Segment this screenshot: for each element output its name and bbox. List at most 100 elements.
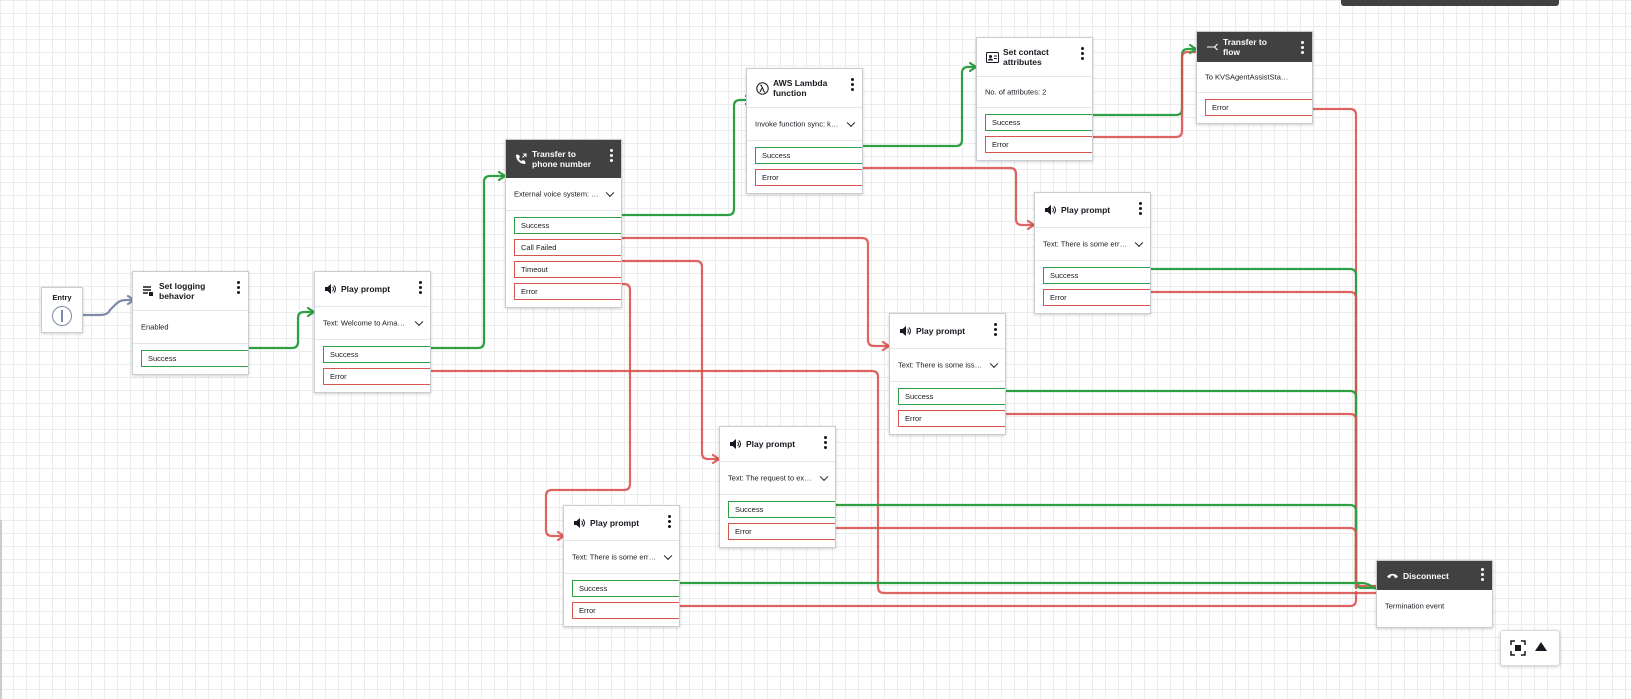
chevron-down-icon[interactable] [414,317,424,327]
more-options-icon[interactable] [848,78,856,92]
branch-error[interactable]: Error [1205,99,1312,116]
block-title: Play prompt [916,326,966,336]
more-options-icon[interactable] [1298,41,1306,55]
connector-phone-callfailed[interactable] [619,236,891,348]
block-set-logging-behavior[interactable]: Set logging behavior Enabled Success [132,271,249,375]
branch-timeout[interactable]: Timeout [514,261,621,278]
connector-lambda-error[interactable] [860,166,1036,227]
block-transfer-to-phone-number[interactable]: Transfer to phone number External voice … [505,139,622,308]
block-header: Set logging behavior [133,272,248,311]
speaker-icon [1043,203,1057,217]
block-title: Play prompt [590,518,640,528]
block-summary: Text: There is some error... [1035,228,1150,261]
connector-issue-error[interactable] [1003,412,1358,590]
connector-attributes-success[interactable] [1090,47,1198,117]
entry-block[interactable]: Entry [41,287,83,333]
phone-transfer-icon [514,152,528,166]
branch-success[interactable]: Success [141,350,248,367]
speaker-icon [728,437,742,451]
caret-up-icon[interactable] [1535,642,1547,651]
block-header: Transfer to phone number [506,140,621,178]
branch-error[interactable]: Error [985,136,1092,153]
canvas-view-controls [1500,630,1560,666]
connector-flow-error[interactable] [1309,107,1387,588]
more-options-icon[interactable] [1078,47,1086,61]
chevron-down-icon[interactable] [819,472,829,482]
branch-call-failed[interactable]: Call Failed [514,239,621,256]
block-set-contact-attributes[interactable]: Set contact attributes No. of attributes… [976,37,1093,161]
chevron-down-icon[interactable] [605,188,615,198]
connector-attributes-error[interactable] [1090,50,1198,139]
speaker-icon [898,324,912,338]
branch-success[interactable]: Success [514,217,621,234]
connector-logging-success[interactable] [246,310,316,350]
more-options-icon[interactable] [991,323,999,337]
more-options-icon[interactable] [1136,202,1144,216]
branch-error[interactable]: Error [514,283,621,300]
connector-phone-error[interactable] [544,282,632,538]
block-summary-text: Enabled [141,322,169,332]
more-options-icon[interactable] [1478,568,1486,582]
block-header: Play prompt [315,272,430,307]
more-options-icon[interactable] [607,149,615,163]
connector-phone-timeout[interactable] [619,259,721,461]
branch-success[interactable]: Success [572,580,679,597]
block-summary: Enabled [133,311,248,344]
block-title: Transfer to flow [1223,37,1267,57]
block-play-prompt-issue[interactable]: Play prompt Text: There is some issue...… [889,313,1006,435]
branch-error[interactable]: Error [728,523,835,540]
block-title: Set logging behavior [159,281,206,301]
chevron-down-icon[interactable] [989,359,999,369]
fit-to-screen-icon[interactable] [1510,640,1526,656]
chevron-down-icon[interactable] [1134,238,1144,248]
block-summary: No. of attributes: 2 [977,77,1092,108]
block-summary: Text: The request to exte... [720,462,835,495]
branch-success[interactable]: Success [1043,267,1150,284]
block-summary: External voice system: ko... [506,178,621,211]
block-play-prompt-error-a[interactable]: Play prompt Text: There is some error...… [1034,192,1151,314]
connector-error-b-error[interactable] [677,590,1358,608]
speaker-icon [323,282,337,296]
branch-success[interactable]: Success [985,114,1092,131]
block-aws-lambda-function[interactable]: AWS Lambda function Invoke function sync… [746,68,863,194]
block-summary: Text: There is some error... [564,541,679,574]
chevron-down-icon[interactable] [846,118,856,128]
branch-error[interactable]: Error [898,410,1005,427]
branch-error[interactable]: Error [572,602,679,619]
connector-error-b-success[interactable] [677,581,1387,592]
branch-error[interactable]: Error [755,169,862,186]
more-options-icon[interactable] [821,436,829,450]
more-options-icon[interactable] [234,281,242,295]
more-options-icon[interactable] [665,515,673,529]
branch-error[interactable]: Error [1043,289,1150,306]
connector-error-a-error[interactable] [1148,290,1358,586]
connector-request-error[interactable] [833,526,1358,590]
block-header: Play prompt [890,314,1005,349]
block-disconnect[interactable]: Disconnect Termination event [1376,560,1493,628]
connector-welcome-success[interactable] [429,174,507,350]
branch-error[interactable]: Error [323,368,430,385]
flow-transfer-icon [1205,40,1219,54]
branch-success[interactable]: Success [898,388,1005,405]
branch-success[interactable]: Success [755,147,862,164]
connector-entry[interactable] [60,298,135,317]
more-options-icon[interactable] [416,281,424,295]
branch-success[interactable]: Success [323,346,430,363]
block-header: AWS Lambda function [747,69,862,108]
connector-lambda-success[interactable] [860,65,978,148]
connector-welcome-error[interactable] [429,369,1387,595]
chevron-down-icon[interactable] [663,551,673,561]
block-play-prompt-error-b[interactable]: Play prompt Text: There is some error...… [563,505,680,627]
connector-issue-success[interactable] [1003,389,1358,590]
block-summary-text: Text: There is some error... [1043,239,1128,249]
block-play-prompt-request[interactable]: Play prompt Text: The request to exte...… [719,426,836,548]
branch-success[interactable]: Success [728,501,835,518]
block-summary-text: External voice system: ko... [514,189,599,199]
block-transfer-to-flow[interactable]: Transfer to flow To KVSAgentAssistStagin… [1196,31,1313,124]
block-title: Set contact attributes [1003,47,1049,67]
connector-phone-success[interactable] [619,98,754,217]
connector-request-success[interactable] [833,503,1358,590]
block-play-prompt-welcome[interactable]: Play prompt Text: Welcome to Amazo... Su… [314,271,431,393]
connector-error-a-success[interactable] [1148,267,1387,590]
